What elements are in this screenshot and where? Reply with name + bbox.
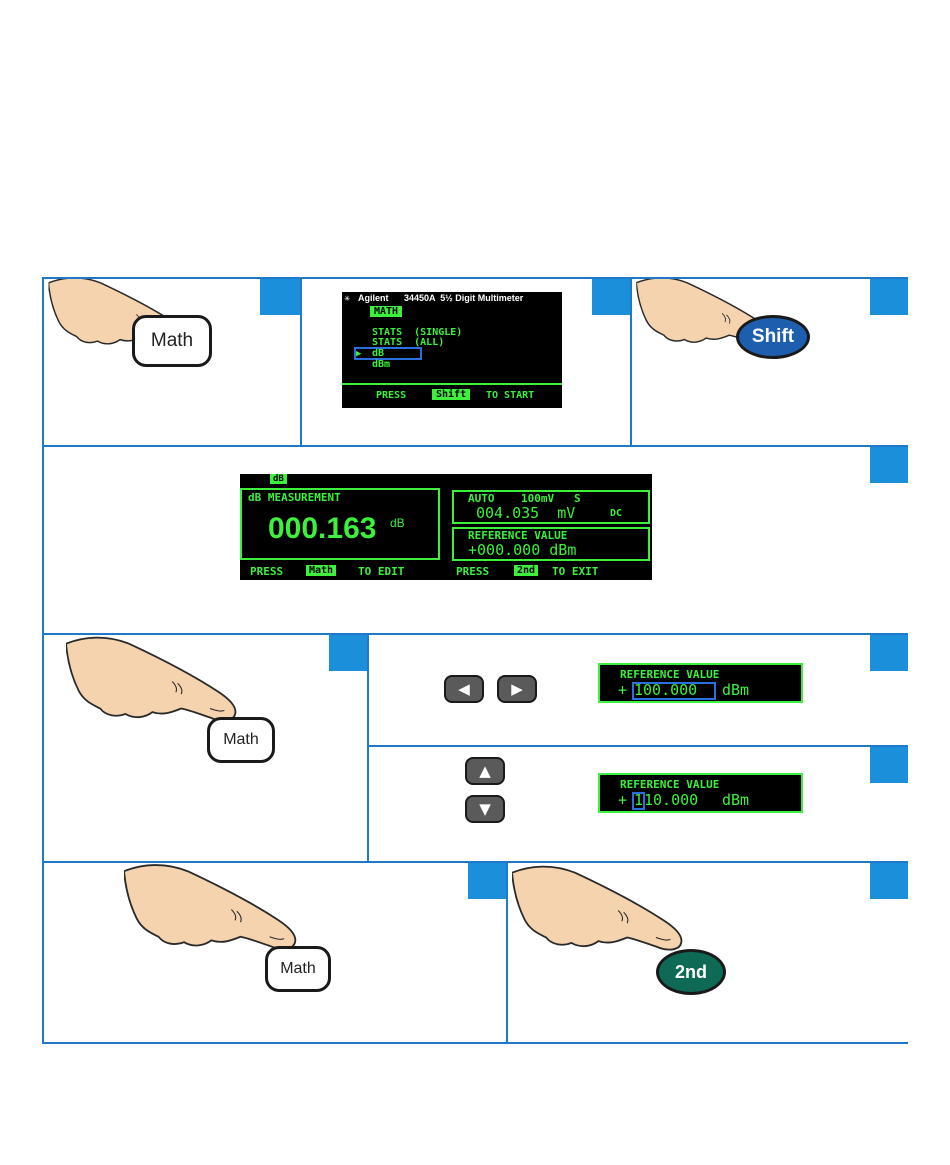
footer-2nd-key: 2nd [514,565,539,576]
footer-math-key: Math [306,565,337,576]
left-panel-title: dB MEASUREMENT [248,491,341,504]
step-marker [870,635,908,671]
math-tab: MATH [370,306,403,317]
cursor-box [632,682,716,700]
menu-item-stats-all[interactable]: STATS (ALL) [372,337,445,348]
divider [367,635,369,863]
footer-right-press: PRESS [456,565,490,578]
step-press-shift: Shift [632,279,908,445]
down-arrow-button[interactable]: ▼ [465,795,505,823]
reference-sign: + [618,681,628,699]
range-line: AUTO 100mV S [468,492,581,505]
menu-item-db[interactable]: dB [372,348,385,359]
step-marker [870,447,908,483]
menu-item-stats-single[interactable]: STATS (SINGLE) [372,327,463,338]
reference-value-rest: 10.000 [644,791,699,809]
math-menu-display: ✳ Agilent 34450A 5½ Digit Multimeter MAT… [342,292,562,408]
coupling-label: DC [610,508,623,519]
math-button[interactable]: Math [265,946,331,992]
footer-shift-key: Shift [432,389,471,400]
step-math-menu: ✳ Agilent 34450A 5½ Digit Multimeter MAT… [302,279,630,445]
pointing-hand-icon [512,865,692,965]
divider [506,863,508,1042]
model-label: 34450A 5½ Digit Multimeter [404,293,524,303]
shift-button[interactable]: Shift [736,315,810,359]
right-bottom-panel [452,527,650,561]
right-arrow-button[interactable]: ▶ [497,675,537,703]
math-button[interactable]: Math [207,717,275,763]
primary-reading: 000.163 [268,512,377,545]
reference-title: REFERENCE VALUE [620,778,720,791]
reference-edit-display: REFERENCE VALUE + 1 10.000 dBm [598,773,803,813]
divider [44,633,908,635]
footer-to-edit: TO EDIT [358,565,405,578]
step-marker [592,279,630,315]
step-marker [329,635,367,671]
cursor-box [632,792,645,810]
step-press-math-save: Math [44,863,506,1042]
left-arrow-icon: ◀ [458,680,470,698]
2nd-button[interactable]: 2nd [656,949,726,995]
step-marker [260,279,300,315]
footer-left-press: PRESS [250,565,284,578]
divider [369,745,908,747]
step-db-display: dB dB MEASUREMENT 000.163 dB AUTO 100mV … [44,447,908,633]
reference-sign: + [618,791,628,809]
down-arrow-icon: ▼ [479,800,491,818]
reference-unit: dBm [722,681,750,699]
reference-title: REFERENCE VALUE [620,668,720,681]
right-arrow-icon: ▶ [511,680,523,698]
db-tag: dB [270,474,287,484]
step-press-2nd: 2nd [508,863,908,1042]
footer-to-start: TO START [486,390,535,401]
reference-unit: dBm [722,791,750,809]
instruction-grid: Math ✳ Agilent 34450A 5½ Digit Multimete… [42,277,908,1044]
reference-edit-display: REFERENCE VALUE + 100.000 dBm [598,663,803,703]
step-marker [870,863,908,899]
menu-divider [342,383,562,385]
cursor-digit: 1 [634,791,644,809]
primary-reading-unit: dB [390,516,405,530]
divider [300,279,302,445]
step-change-digit: ▲ ▼ REFERENCE VALUE + 1 10.000 dBm [369,747,908,861]
divider [44,445,908,447]
footer-press: PRESS [376,390,407,401]
secondary-reading: 004.035 mV [476,504,576,522]
selection-marker: ▶ [356,349,362,359]
step-marker [870,279,908,315]
agilent-logo-icon: ✳ [344,293,351,304]
up-arrow-button[interactable]: ▲ [465,757,505,785]
footer-to-exit: TO EXIT [552,565,599,578]
reference-value: +000.000 dBm [468,541,577,559]
step-marker [468,863,506,899]
reference-title: REFERENCE VALUE [468,529,568,542]
menu-item-dbm[interactable]: dBm [372,359,391,370]
math-button[interactable]: Math [132,315,212,367]
left-arrow-button[interactable]: ◀ [444,675,484,703]
db-measurement-display: dB dB MEASUREMENT 000.163 dB AUTO 100mV … [240,474,652,580]
right-top-panel [452,490,650,524]
up-arrow-icon: ▲ [479,762,491,780]
step-press-math: Math [44,279,300,445]
reference-value: 100.000 [634,681,698,699]
divider [44,861,908,863]
step-press-math-edit: Math [44,635,367,861]
menu-selection-box [354,347,422,360]
left-panel [240,488,440,560]
brand-label: Agilent [358,293,389,303]
step-marker [870,747,908,783]
divider [630,279,632,445]
step-move-cursor: ◀ ▶ REFERENCE VALUE + 100.000 dBm [369,635,908,745]
